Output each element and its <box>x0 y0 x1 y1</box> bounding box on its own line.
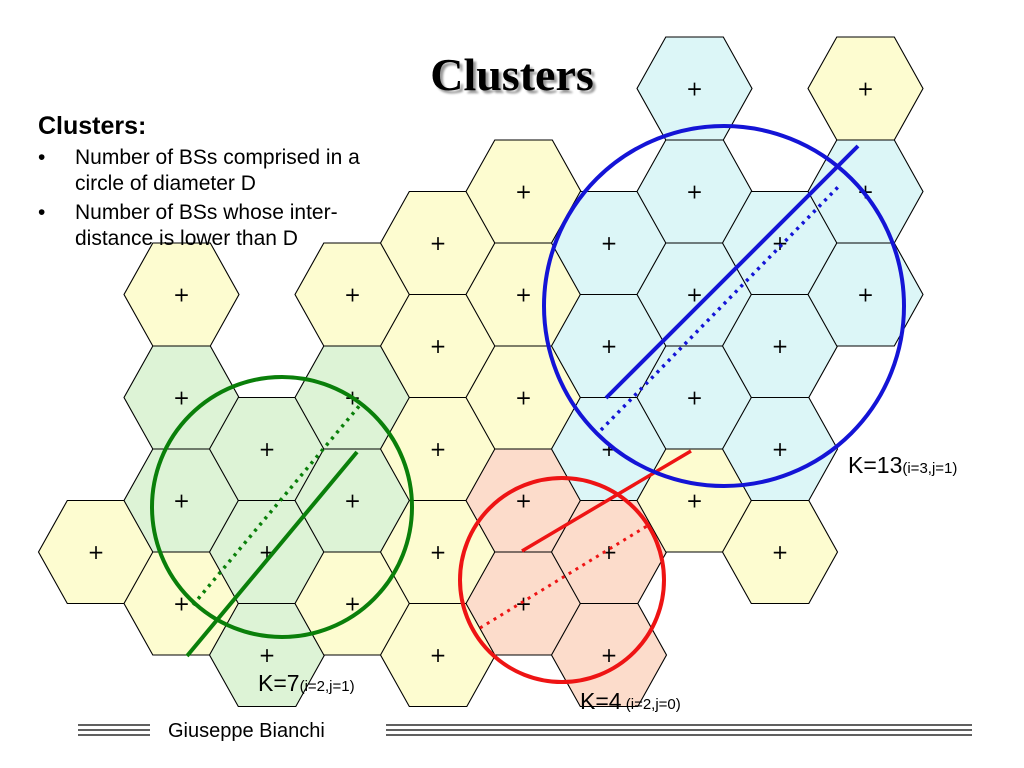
hex-shape <box>721 499 839 605</box>
base-station-marker: + <box>686 77 703 101</box>
base-station-marker: + <box>515 180 532 204</box>
hex-cell: + <box>721 396 839 502</box>
base-station-marker: + <box>601 334 618 358</box>
bullet-list: Clusters: • Number of BSs comprised in a… <box>38 112 388 255</box>
cluster-distance-dotted-k7 <box>191 403 362 607</box>
slide-title: Clusters <box>430 49 594 100</box>
base-station-marker: + <box>430 334 447 358</box>
base-station-marker: + <box>772 437 789 461</box>
bullet-heading: Clusters: <box>38 112 147 140</box>
base-station-marker: + <box>857 283 874 307</box>
base-station-marker: + <box>772 540 789 564</box>
footer-author: Giuseppe Bianchi <box>168 720 325 742</box>
cluster-k-value: K=7 <box>258 670 300 696</box>
base-station-marker: + <box>515 283 532 307</box>
base-station-marker: + <box>686 283 703 307</box>
base-station-marker: + <box>515 386 532 410</box>
bullet-text: Number of BSs comprised in a circle of d… <box>75 146 360 195</box>
base-station-marker: + <box>173 386 190 410</box>
bullet-marker: • <box>38 201 46 225</box>
hex-cell-layer: +++++++++++++++++++++++++++++++++++++++ <box>37 36 924 708</box>
hex-cell: + <box>721 499 839 605</box>
base-station-marker: + <box>601 643 618 667</box>
cluster-overlay-layer <box>150 124 906 684</box>
cluster-k-value: K=4 <box>580 688 622 714</box>
cluster-ij-indices: (i=3,j=1) <box>902 460 958 477</box>
base-station-marker: + <box>430 643 447 667</box>
base-station-marker: + <box>344 283 361 307</box>
hex-cell: + <box>465 139 582 244</box>
base-station-marker: + <box>515 592 532 616</box>
hex-cell: + <box>379 602 497 708</box>
base-station-marker: + <box>772 231 789 255</box>
base-station-marker: + <box>515 489 532 513</box>
base-station-marker: + <box>686 489 703 513</box>
cluster-label-k4: K=4 (i=2,j=0) <box>580 688 681 715</box>
cluster-circle-k7 <box>150 375 414 639</box>
bullet-item: • Number of BSs whose inter-distance is … <box>38 200 388 251</box>
base-station-marker: + <box>430 437 447 461</box>
cluster-ij-indices: (i=2,j=1) <box>299 678 355 695</box>
footer-rules <box>78 724 972 736</box>
cluster-diameter-line-k13 <box>604 144 860 400</box>
base-station-marker: + <box>344 489 361 513</box>
base-station-marker: + <box>857 77 874 101</box>
base-station-marker: + <box>173 592 190 616</box>
cluster-k-value: K=13 <box>848 452 903 478</box>
cluster-distance-dotted-k4 <box>479 524 648 630</box>
cluster-diameter-line-k7 <box>185 450 359 658</box>
base-station-marker: + <box>772 334 789 358</box>
base-station-marker: + <box>601 231 618 255</box>
base-station-marker: + <box>686 386 703 410</box>
base-station-marker: + <box>88 540 105 564</box>
hex-shape <box>807 242 924 347</box>
base-station-marker: + <box>430 540 447 564</box>
base-station-marker: + <box>173 489 190 513</box>
base-station-marker: + <box>601 540 618 564</box>
bullet-item: • Number of BSs comprised in a circle of… <box>38 145 388 196</box>
cluster-diameter-line-k4 <box>521 449 692 553</box>
base-station-marker: + <box>344 592 361 616</box>
hex-cell: + <box>123 242 240 347</box>
base-station-marker: + <box>686 180 703 204</box>
cluster-circle-k13 <box>542 124 906 488</box>
cluster-ij-indices: (i=2,j=0) <box>621 696 681 713</box>
hex-cell: + <box>465 242 582 347</box>
cluster-circle-k4 <box>458 476 666 684</box>
cluster-label-k13: K=13(i=3,j=1) <box>848 452 957 479</box>
bullet-marker: • <box>38 146 46 169</box>
cluster-label-k7: K=7(i=2,j=1) <box>258 670 355 697</box>
bullet-text: Number of BSs whose inter-distance is lo… <box>75 201 338 250</box>
base-station-marker: + <box>259 437 276 461</box>
hex-cell: + <box>379 293 497 399</box>
base-station-marker: + <box>173 283 190 307</box>
hex-cell: + <box>636 242 753 347</box>
base-station-marker: + <box>259 643 276 667</box>
cluster-distance-dotted-k13 <box>599 183 842 432</box>
hex-cell: + <box>807 242 924 347</box>
base-station-marker: + <box>430 231 447 255</box>
